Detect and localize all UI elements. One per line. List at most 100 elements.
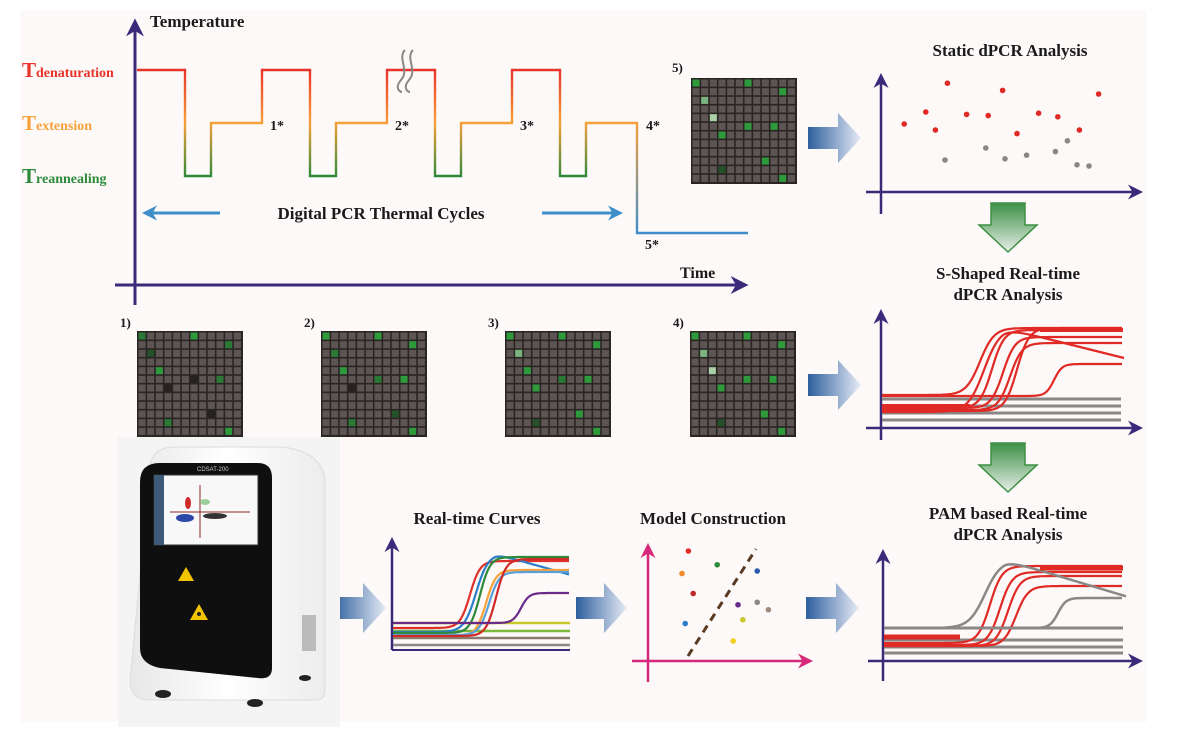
grid-cell bbox=[339, 358, 347, 366]
grid-cell bbox=[216, 358, 224, 366]
partition-grid-3: 3) bbox=[488, 315, 611, 437]
grid-cell bbox=[753, 79, 761, 87]
grid-cell bbox=[138, 410, 146, 418]
grid-cell bbox=[701, 88, 709, 96]
grid-cell bbox=[752, 393, 760, 401]
grid-cell bbox=[708, 375, 716, 383]
grid-cell bbox=[549, 349, 557, 357]
grid-cell bbox=[691, 384, 699, 392]
grid-cell bbox=[718, 140, 726, 148]
grid-cell bbox=[417, 367, 425, 375]
grid-cell bbox=[717, 367, 725, 375]
grid-cell bbox=[761, 122, 769, 130]
realtime-amplification-curve bbox=[393, 555, 569, 635]
grid-cell-highlight bbox=[523, 367, 531, 375]
grid-cell-highlight bbox=[743, 375, 751, 383]
grid-cell bbox=[700, 401, 708, 409]
grid-cell-highlight bbox=[778, 341, 786, 349]
grid-cell bbox=[216, 349, 224, 357]
grid-cell bbox=[575, 367, 583, 375]
grid-cell bbox=[734, 393, 742, 401]
grid-cell-highlight bbox=[138, 332, 146, 340]
grid-cell bbox=[331, 358, 339, 366]
grid-cell bbox=[708, 349, 716, 357]
grid-cell-highlight bbox=[322, 332, 330, 340]
grid-cell bbox=[225, 401, 233, 409]
grid-cell bbox=[700, 427, 708, 435]
grid-cell bbox=[409, 375, 417, 383]
grid-cell bbox=[558, 393, 566, 401]
grid-cell bbox=[322, 358, 330, 366]
grid-cell bbox=[735, 105, 743, 113]
grid-cell bbox=[708, 341, 716, 349]
grid-cell bbox=[726, 393, 734, 401]
grid-cell bbox=[743, 401, 751, 409]
grid-cell bbox=[374, 410, 382, 418]
grid-cell bbox=[743, 410, 751, 418]
grid-cell bbox=[691, 367, 699, 375]
grid-cell-highlight bbox=[155, 367, 163, 375]
level-prefix: T bbox=[22, 164, 36, 188]
grid-cell bbox=[199, 375, 207, 383]
grid-cell bbox=[744, 114, 752, 122]
grid-cell bbox=[769, 393, 777, 401]
grid-cell bbox=[506, 358, 514, 366]
grid-cell-highlight bbox=[575, 410, 583, 418]
grid-cell bbox=[752, 367, 760, 375]
grid-cell bbox=[726, 384, 734, 392]
arrow-down-icon bbox=[977, 442, 1039, 494]
positive-droplet-point bbox=[901, 121, 907, 127]
grid-cell bbox=[709, 174, 717, 182]
grid-cell bbox=[541, 341, 549, 349]
cycle-marker-5: 5* bbox=[645, 238, 659, 253]
grid-cell bbox=[207, 349, 215, 357]
grid-cell bbox=[549, 393, 557, 401]
grid-cell bbox=[549, 341, 557, 349]
grid-cell bbox=[558, 384, 566, 392]
arrow-right-icon bbox=[333, 583, 386, 633]
grid-cell bbox=[400, 349, 408, 357]
grid-cell bbox=[708, 410, 716, 418]
grid-cell bbox=[155, 332, 163, 340]
grid-cell bbox=[164, 341, 172, 349]
grid-cell bbox=[549, 401, 557, 409]
grid-cell bbox=[348, 349, 356, 357]
cycle-marker-4: 4* bbox=[646, 119, 660, 134]
positive-droplet-point bbox=[923, 109, 929, 115]
grid-cell bbox=[769, 410, 777, 418]
grid-cell bbox=[233, 384, 241, 392]
grid-cell bbox=[786, 401, 794, 409]
grid-cell bbox=[727, 140, 735, 148]
grid-cell bbox=[752, 332, 760, 340]
grid-cell bbox=[779, 157, 787, 165]
grid-cell bbox=[567, 427, 575, 435]
grid-cell bbox=[515, 393, 523, 401]
grid-cell bbox=[357, 384, 365, 392]
realtime-curves-panel: Real-time Curves bbox=[384, 509, 570, 651]
grid-cell bbox=[770, 166, 778, 174]
grid-cell bbox=[391, 427, 399, 435]
grid-cell-highlight bbox=[348, 384, 356, 392]
grid-cell bbox=[734, 384, 742, 392]
grid-cell bbox=[400, 384, 408, 392]
grid-cell bbox=[506, 384, 514, 392]
grid-cell bbox=[601, 341, 609, 349]
grid-cell bbox=[348, 375, 356, 383]
grid-cell bbox=[753, 131, 761, 139]
grid-cell bbox=[532, 427, 540, 435]
grid-cell bbox=[770, 140, 778, 148]
thermal-trace-segment bbox=[433, 68, 437, 178]
grid-cell bbox=[575, 419, 583, 427]
grid-cell bbox=[233, 401, 241, 409]
grid-cell bbox=[417, 349, 425, 357]
grid-cell bbox=[692, 131, 700, 139]
grid-cell bbox=[743, 419, 751, 427]
grid-cell bbox=[190, 393, 198, 401]
grid-cell bbox=[708, 358, 716, 366]
grid-cell bbox=[549, 358, 557, 366]
grid-cell bbox=[216, 341, 224, 349]
grid-cell bbox=[225, 349, 233, 357]
grid-cell bbox=[575, 332, 583, 340]
grid-cell bbox=[331, 384, 339, 392]
thermal-cycle-plot: Temperature Time Tdenaturation Textensio… bbox=[22, 12, 749, 305]
